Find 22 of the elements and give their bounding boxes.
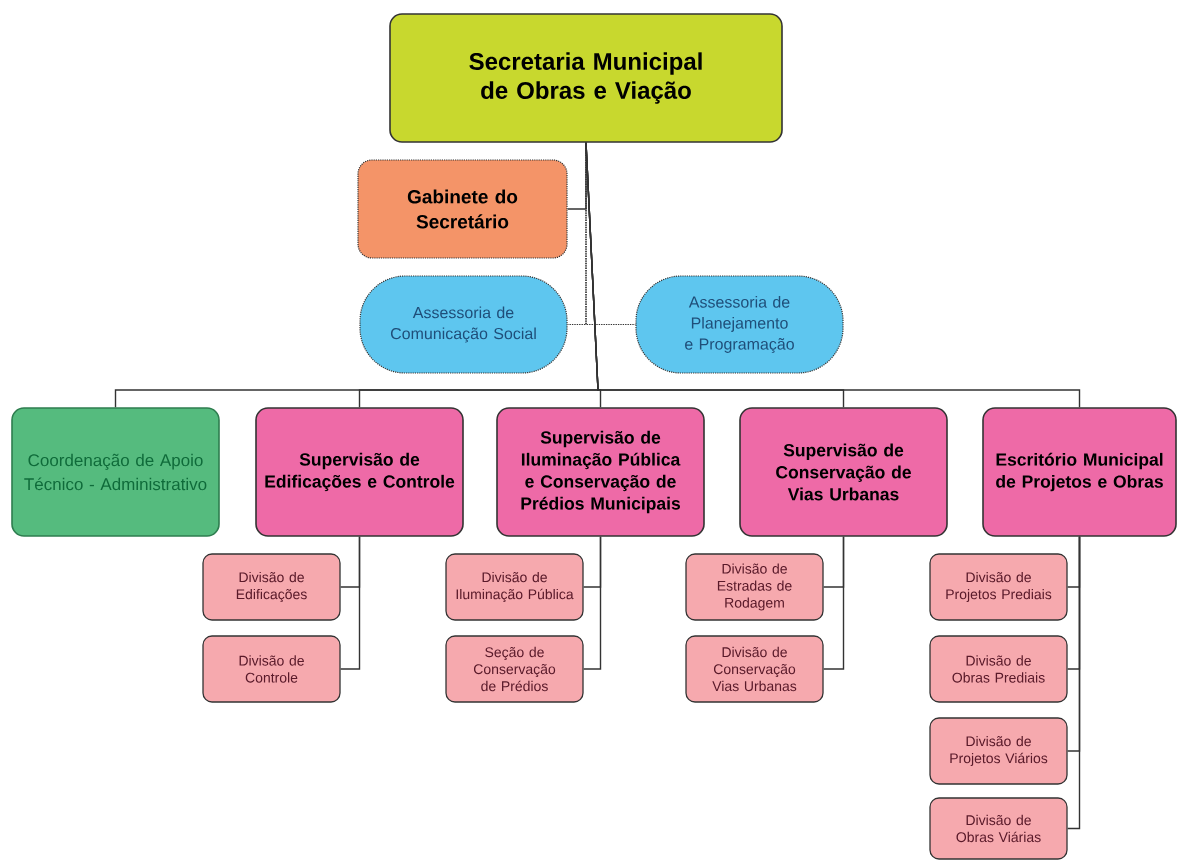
connector-line bbox=[822, 536, 845, 670]
division-box: Divisão de Obras Viárias bbox=[929, 797, 1068, 860]
division-box: Divisão de Projetos Prediais bbox=[929, 553, 1068, 621]
cabinet-box: Gabinete do Secretário bbox=[357, 159, 568, 259]
division-box: Seção de Conservação de Prédios bbox=[445, 635, 584, 703]
unit-box: Supervisão de Iluminação Pública e Conservação de Prédios Municipais bbox=[496, 407, 705, 537]
division-box: Divisão de Conservação Vias Urbanas bbox=[685, 635, 824, 703]
unit-box: Supervisão de Edificações e Controle bbox=[255, 407, 464, 537]
division-box: Divisão de Projetos Viários bbox=[929, 717, 1068, 785]
connector-line bbox=[582, 536, 602, 670]
division-box: Divisão de Controle bbox=[202, 635, 341, 703]
connector-line bbox=[339, 536, 361, 670]
connector-line bbox=[585, 142, 1081, 408]
unit-box: Supervisão de Conservação de Vias Urbanas bbox=[739, 407, 948, 537]
division-box: Divisão de Obras Prediais bbox=[929, 635, 1068, 703]
division-box: Divisão de Estradas de Rodagem bbox=[685, 553, 824, 621]
connector-line bbox=[1066, 536, 1081, 830]
division-box: Divisão de Edificações bbox=[202, 553, 341, 621]
org-box: Secretaria Municipal de Obras e Viação bbox=[389, 13, 783, 143]
division-box: Divisão de Iluminação Pública bbox=[445, 553, 584, 621]
unit-box: Coordenação de Apoio Técnico - Administrativo bbox=[11, 407, 220, 537]
unit-box: Escritório Municipal de Projetos e Obras bbox=[982, 407, 1177, 537]
